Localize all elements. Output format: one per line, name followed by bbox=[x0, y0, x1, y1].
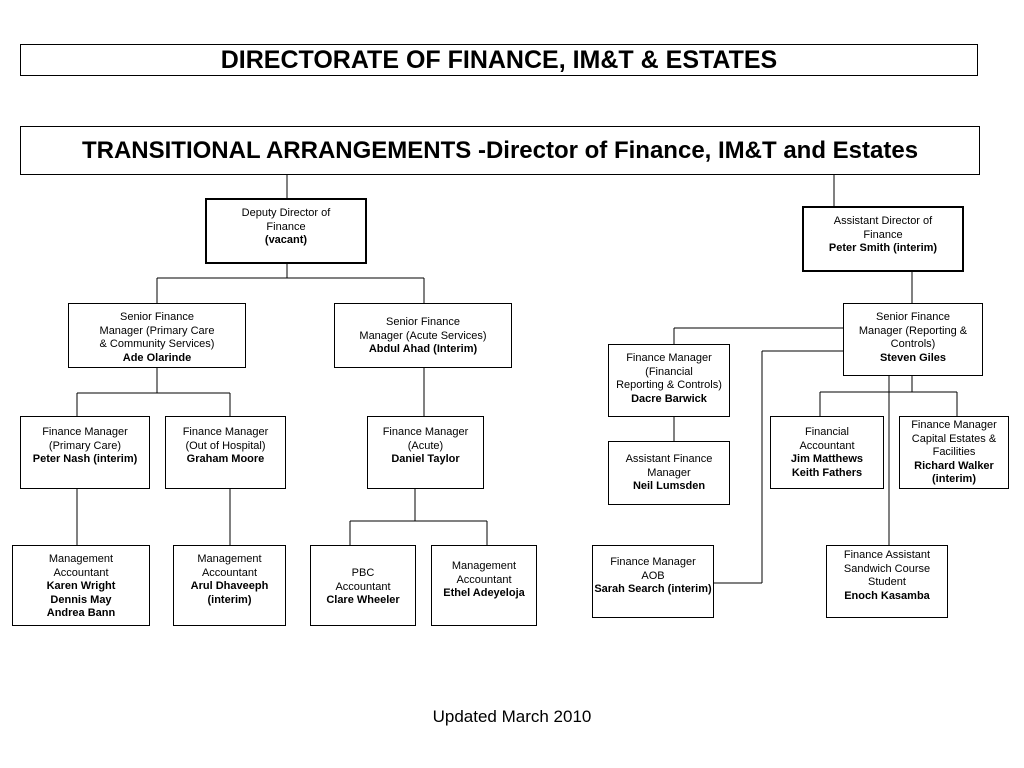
node-title: Finance Manager (Out of Hospital) bbox=[182, 426, 269, 452]
node-title: Management Accountant bbox=[48, 553, 114, 579]
node-person: Abdul Ahad (Interim) bbox=[368, 343, 478, 355]
node-title: Senior Finance Manager (Acute Services) bbox=[359, 316, 487, 342]
node-title: Finance Manager (Primary Care) bbox=[42, 426, 128, 452]
node-person: Dacre Barwick bbox=[631, 392, 707, 405]
node-title: Senior Finance Manager (Reporting & Cont… bbox=[858, 311, 968, 350]
node-title: Finance Assistant Sandwich Course Studen… bbox=[843, 549, 931, 588]
node-person: Neil Lumsden bbox=[632, 480, 706, 492]
node-ma-primary: Management Accountant Karen Wright Denni… bbox=[12, 545, 150, 626]
node-title: Assistant Finance Manager bbox=[625, 453, 713, 479]
node-ma-acute: Management Accountant Ethel Adeyeloja bbox=[431, 545, 537, 626]
node-person: Peter Nash (interim) bbox=[32, 453, 138, 465]
node-title: Management Accountant bbox=[451, 560, 517, 586]
node-person: Peter Smith (interim) bbox=[828, 242, 938, 254]
node-person: Sarah Search (interim) bbox=[594, 583, 712, 595]
node-person: Arul Dhaveeph (interim) bbox=[190, 580, 269, 606]
node-person: Ade Olarinde bbox=[122, 351, 192, 364]
node-title: Finance Manager AOB bbox=[610, 556, 696, 582]
footer-updated: Updated March 2010 bbox=[432, 707, 592, 726]
node-fm-out-of-hospital: Finance Manager (Out of Hospital) Graham… bbox=[165, 416, 286, 489]
node-person: Steven Giles bbox=[879, 351, 947, 364]
node-person: Richard Walker (interim) bbox=[914, 459, 994, 486]
node-person: Graham Moore bbox=[186, 453, 265, 465]
node-person: Daniel Taylor bbox=[391, 453, 460, 465]
node-title: PBC Accountant bbox=[335, 567, 391, 593]
node-title: Deputy Director of Finance bbox=[241, 207, 331, 233]
page-title: DIRECTORATE OF FINANCE, IM&T & ESTATES bbox=[20, 44, 978, 76]
node-person: Karen Wright Dennis May Andrea Bann bbox=[46, 580, 116, 619]
node-person: Ethel Adeyeloja bbox=[443, 587, 525, 599]
director-box-prefix: TRANSITIONAL ARRANGEMENTS - bbox=[81, 136, 486, 164]
node-assistant-director: Assistant Director of Finance Peter Smit… bbox=[802, 206, 964, 272]
node-fm-aob: Finance Manager AOB Sarah Search (interi… bbox=[592, 545, 714, 618]
node-title: Finance Manager (Financial Reporting & C… bbox=[616, 352, 722, 391]
node-title: Assistant Director of Finance bbox=[833, 215, 933, 241]
node-title: Finance Manager Capital Estates & Facili… bbox=[911, 419, 997, 458]
node-fm-financial-reporting: Finance Manager (Financial Reporting & C… bbox=[608, 344, 730, 417]
node-finance-assistant: Finance Assistant Sandwich Course Studen… bbox=[826, 545, 948, 618]
node-financial-accountant: Financial Accountant Jim Matthews Keith … bbox=[770, 416, 884, 489]
node-fm-primary-care: Finance Manager (Primary Care) Peter Nas… bbox=[20, 416, 150, 489]
node-sfm-acute: Senior Finance Manager (Acute Services) … bbox=[334, 303, 512, 368]
node-person: Enoch Kasamba bbox=[844, 589, 930, 602]
node-person: Clare Wheeler bbox=[326, 594, 400, 606]
director-box: TRANSITIONAL ARRANGEMENTS - Director of … bbox=[20, 126, 980, 175]
node-title: Financial Accountant bbox=[799, 426, 855, 452]
director-box-title: Director of Finance, IM&T and Estates bbox=[485, 136, 919, 164]
node-person: Jim Matthews Keith Fathers bbox=[790, 453, 864, 479]
node-ma-out-of-hospital: Management Accountant Arul Dhaveeph (int… bbox=[173, 545, 286, 626]
node-title: Senior Finance Manager (Primary Care & C… bbox=[99, 311, 215, 350]
node-sfm-primary-care: Senior Finance Manager (Primary Care & C… bbox=[68, 303, 246, 368]
node-title: Finance Manager (Acute) bbox=[382, 426, 469, 452]
node-sfm-reporting: Senior Finance Manager (Reporting & Cont… bbox=[843, 303, 983, 376]
node-fm-acute: Finance Manager (Acute) Daniel Taylor bbox=[367, 416, 484, 489]
node-person: (vacant) bbox=[264, 234, 308, 246]
node-fm-capital-estates: Finance Manager Capital Estates & Facili… bbox=[899, 416, 1009, 489]
node-pbc-accountant: PBC Accountant Clare Wheeler bbox=[310, 545, 416, 626]
node-deputy-director: Deputy Director of Finance (vacant) bbox=[205, 198, 367, 264]
node-title: Management Accountant bbox=[197, 553, 262, 579]
page-title-text: DIRECTORATE OF FINANCE, IM&T & ESTATES bbox=[220, 45, 778, 74]
node-assistant-fm: Assistant Finance Manager Neil Lumsden bbox=[608, 441, 730, 505]
